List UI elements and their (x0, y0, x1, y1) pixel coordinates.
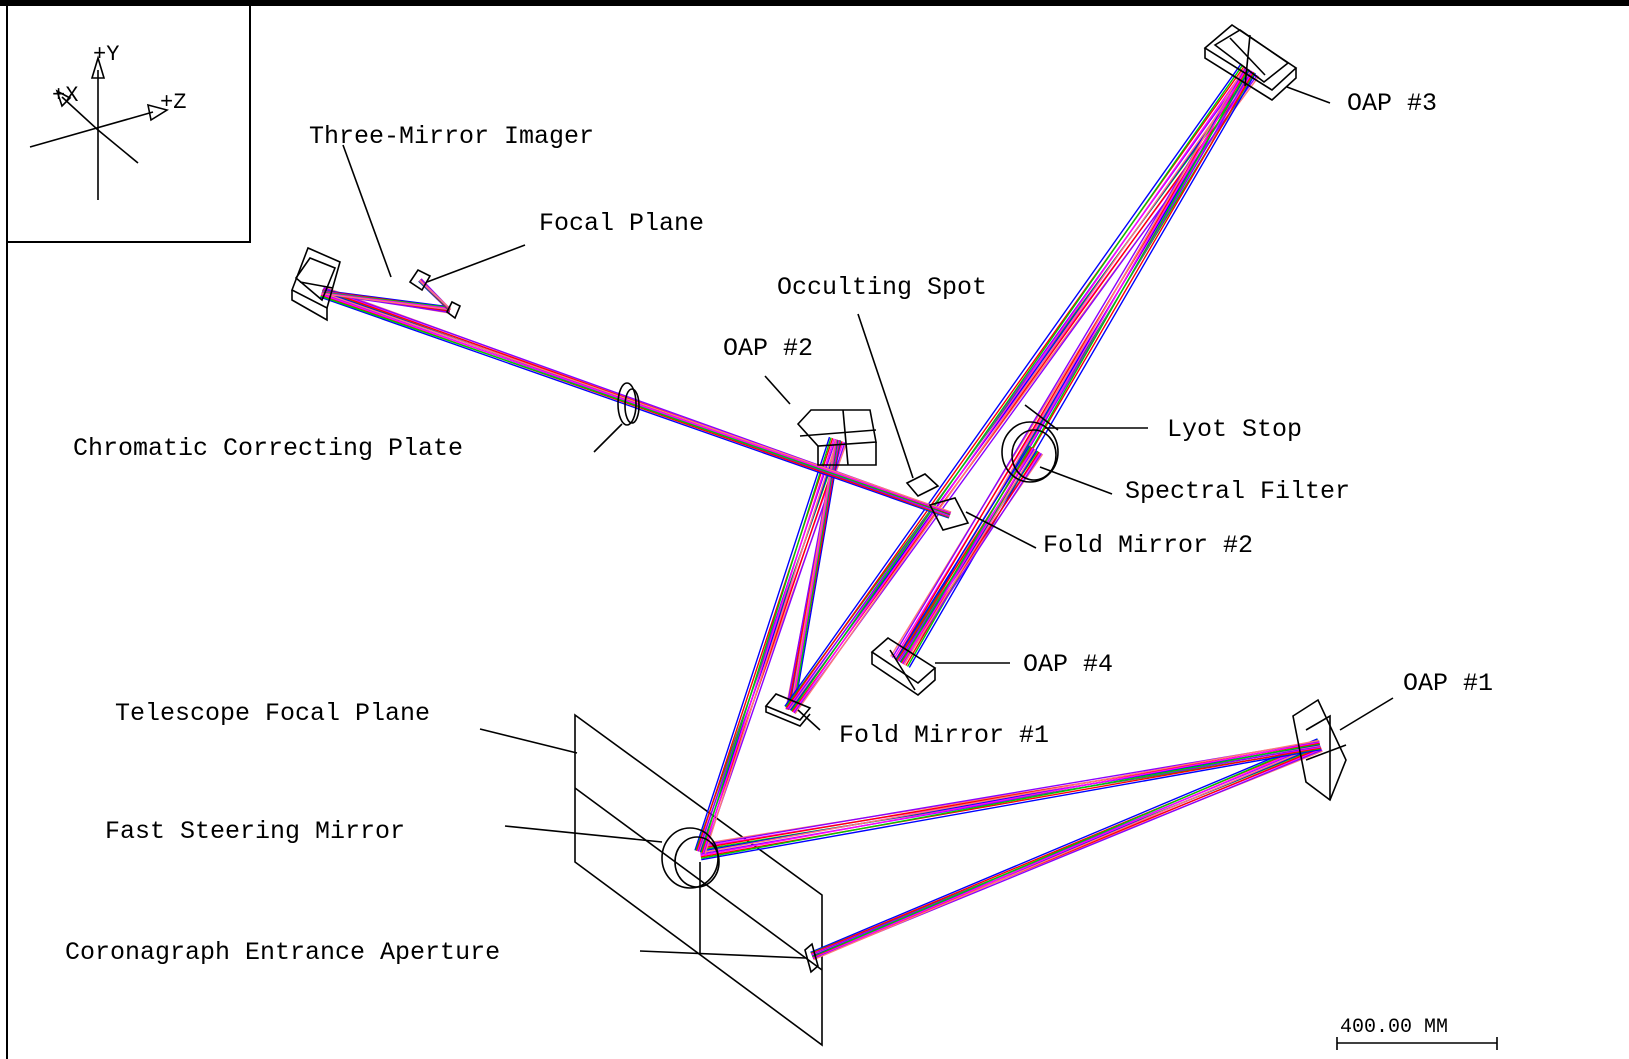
oap1-mirror (1292, 698, 1347, 802)
label-oap4: OAP #4 (1023, 650, 1113, 679)
focal-plane-detector (408, 268, 462, 320)
ray-tmi-focal (321, 289, 451, 314)
ray-line (699, 739, 1320, 854)
axis-triad: +Y +X +Z (6, 1, 251, 243)
scale-bar: 400.00 MM (1336, 1016, 1498, 1050)
entrance-aperture-element (804, 942, 819, 974)
ray-line (694, 436, 831, 851)
ray-line (784, 63, 1242, 707)
fast-steering-mirror-element (661, 827, 720, 889)
ray-line (812, 739, 1319, 958)
label-fast-steering-mirror: Fast Steering Mirror (105, 817, 405, 846)
ray-line (810, 738, 1318, 954)
ray-line (790, 64, 1244, 712)
fold-mirror-1-element (764, 693, 812, 727)
ray-line (791, 439, 838, 711)
label-oap1: OAP #1 (1403, 669, 1493, 698)
label-occulting-spot: Occulting Spot (777, 273, 987, 302)
ray-fsm-oap2 (694, 436, 848, 854)
oap4-mirror (870, 637, 937, 697)
fold-mirror-2-element (928, 497, 970, 531)
ray-line (704, 439, 838, 854)
label-focal-plane: Focal Plane (539, 209, 704, 238)
ray-line (786, 65, 1245, 709)
leader-lines (342, 86, 1394, 959)
ray-line (701, 748, 1321, 861)
ray-oap4-fold2 (895, 445, 1044, 665)
label-fold-mirror-1: Fold Mirror #1 (839, 721, 1049, 750)
ray-line (700, 743, 1320, 859)
ray-line (813, 743, 1321, 961)
label-chromatic-correcting-plate: Chromatic Correcting Plate (73, 434, 463, 463)
ray-line (321, 293, 451, 311)
label-spectral-filter: Spectral Filter (1125, 477, 1350, 506)
ray-line (895, 445, 1030, 660)
ray-line (901, 447, 1034, 664)
scale-bar-text: 400.00 MM (1340, 1016, 1448, 1039)
oap3-mirror (1203, 23, 1298, 102)
ray-line (700, 437, 832, 853)
ray-line (794, 68, 1250, 715)
ray-bundles (319, 63, 1323, 961)
ray-line (789, 439, 837, 711)
axis-x-label: +X (52, 83, 78, 108)
axis-triad-box (6, 1, 251, 243)
ray-line (903, 449, 1036, 665)
ray-aperture-oap1 (810, 738, 1323, 961)
ray-line (319, 296, 950, 519)
spectral-filter-element (1001, 421, 1059, 483)
label-fold-mirror-2: Fold Mirror #2 (1043, 531, 1253, 560)
occulting-spot-element (905, 473, 940, 497)
ray-line (792, 66, 1247, 713)
label-oap3: OAP #3 (1347, 89, 1437, 118)
axis-z-label: +Z (160, 90, 186, 115)
ray-line (908, 72, 1257, 668)
three-mirror-imager-optics (290, 246, 341, 322)
ray-oap1-fsm (698, 739, 1321, 861)
lyot-stop-element (1024, 404, 1059, 431)
ray-line (702, 438, 835, 854)
oap2-mirror (796, 409, 877, 466)
label-lyot-stop: Lyot Stop (1167, 415, 1302, 444)
ray-line (792, 439, 838, 711)
ray-line (812, 741, 1320, 959)
label-telescope-focal-plane: Telescope Focal Plane (115, 699, 430, 728)
ray-oap3-oap4 (890, 66, 1257, 668)
ray-line (788, 67, 1249, 710)
ray-line (700, 741, 1320, 857)
ray-line (900, 446, 1032, 664)
ray-oap2-fold1 (785, 439, 842, 711)
label-coronagraph-entrance-aperture: Coronagraph Entrance Aperture (65, 938, 500, 967)
telescope-focal-plane-outline (574, 713, 823, 1047)
ray-line (793, 440, 842, 711)
axis-y-label: +Y (93, 42, 119, 67)
label-three-mirror-imager: Three-Mirror Imager (309, 122, 594, 151)
ray-fold1-oap3 (784, 63, 1260, 715)
chromatic-correcting-plate-element (617, 382, 640, 426)
label-oap2: OAP #2 (723, 334, 813, 363)
